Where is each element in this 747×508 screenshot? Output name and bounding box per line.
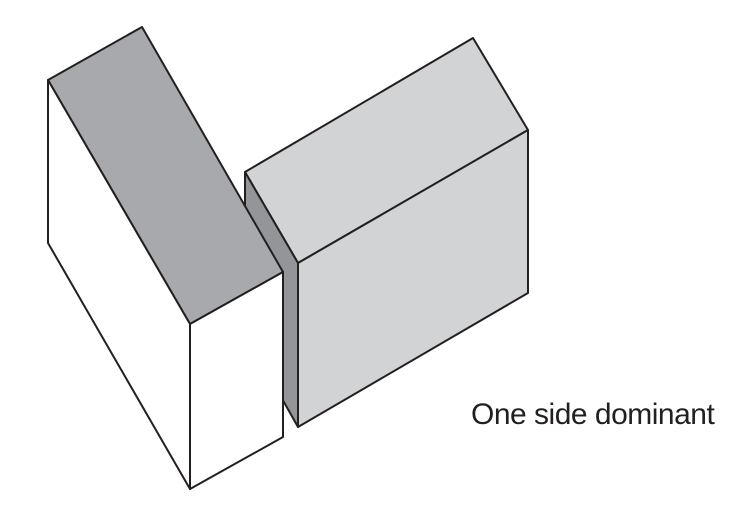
left-block — [47, 26, 284, 490]
left-block-end-face — [189, 271, 284, 490]
right-block — [244, 37, 529, 428]
caption: One side dominant — [471, 398, 715, 431]
